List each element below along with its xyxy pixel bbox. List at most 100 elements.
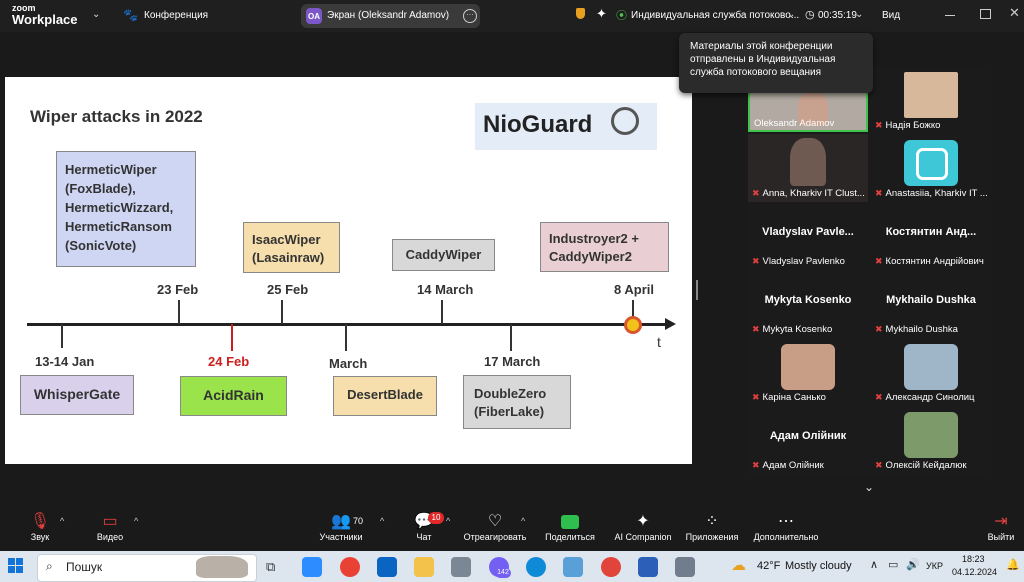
mic-off-icon: ✖ xyxy=(875,120,883,130)
mic-muted-icon: 🎙 xyxy=(29,513,51,530)
ai-sparkle-icon: ✦ xyxy=(636,513,650,530)
shield-icon xyxy=(576,8,585,19)
chat-caret-icon[interactable]: ^ xyxy=(446,516,451,526)
language-indicator[interactable]: УКР xyxy=(926,561,943,571)
chevron-down-icon[interactable]: ⌄ xyxy=(92,9,101,20)
maximize-icon[interactable] xyxy=(980,9,991,19)
timeline-axis xyxy=(27,323,667,326)
participant-tile[interactable]: ✖Каріна Санько xyxy=(748,338,868,406)
mic-off-icon: ✖ xyxy=(752,460,760,470)
tick-8-april xyxy=(632,300,634,317)
participant-tile[interactable]: ✖Олексій Кейдалюк xyxy=(871,406,991,474)
more-button[interactable]: ⋯ Дополнительно xyxy=(751,508,821,551)
mic-off-icon: ✖ xyxy=(752,188,760,198)
timeline-arrow xyxy=(665,318,676,330)
app-icon[interactable] xyxy=(675,557,695,577)
date-17-march: 17 March xyxy=(484,354,541,369)
participant-tile[interactable]: Vladyslav Pavle... ✖Vladyslav Pavlenko xyxy=(748,202,868,270)
tray-chevron-icon[interactable]: ∧ xyxy=(870,559,879,571)
view-button[interactable]: Вид xyxy=(882,10,901,21)
search-placeholder[interactable]: Пошук xyxy=(66,560,103,574)
participant-tile[interactable]: ✖Anastasiia, Kharkiv IT ... xyxy=(871,134,991,202)
participant-tile[interactable]: ✖Надія Божко xyxy=(871,66,991,134)
slide-title: Wiper attacks in 2022 xyxy=(30,107,203,126)
share-avatar: OA xyxy=(306,8,322,24)
gallery-scroll-down-icon[interactable]: ⌄ xyxy=(864,480,875,494)
vivaldi-icon[interactable] xyxy=(601,557,621,577)
participants-caret-icon[interactable]: ^ xyxy=(380,516,385,526)
participant-tile[interactable]: ✖Anna, Kharkiv IT Clust... xyxy=(748,134,868,202)
participant-name: Адам Олійник xyxy=(762,460,824,471)
apps-label: Приложения xyxy=(685,532,739,542)
timer: 00:35:19 xyxy=(818,10,857,21)
notification-bell-icon[interactable]: 🔔 xyxy=(1006,559,1020,571)
file-explorer-icon[interactable] xyxy=(414,557,434,577)
timer-chevron-icon[interactable]: ⌄ xyxy=(855,9,864,20)
react-button[interactable]: ♡ Отреагировать xyxy=(462,508,528,551)
participant-name: Каріна Санько xyxy=(762,392,826,403)
video-label: Видео xyxy=(96,532,124,542)
more-options-icon[interactable]: ··· xyxy=(463,9,477,23)
timeline-t-label: t xyxy=(657,334,661,350)
industroyer-line-1: Industroyer2 + xyxy=(549,231,639,246)
participants-label: Участники xyxy=(319,532,363,542)
outlook-icon[interactable] xyxy=(377,557,397,577)
remote-icon[interactable] xyxy=(563,557,583,577)
task-view-icon[interactable]: ⧉ xyxy=(266,559,276,574)
chrome-icon[interactable] xyxy=(340,557,360,577)
mic-off-icon: ✖ xyxy=(875,392,883,402)
windows-start-icon[interactable] xyxy=(8,558,24,574)
whisper-box: WhisperGate xyxy=(20,375,134,415)
mic-off-icon: ✖ xyxy=(875,324,883,334)
april-marker xyxy=(624,316,642,334)
mic-off-icon: ✖ xyxy=(752,324,760,334)
stream-tooltip: Материалы этой конференции отправлены в … xyxy=(679,33,873,93)
hermetic-box: HermeticWiper (FoxBlade), HermeticWizzar… xyxy=(56,151,196,267)
video-button[interactable]: ▭ Видео xyxy=(93,508,127,551)
video-caret-icon[interactable]: ^ xyxy=(134,516,139,526)
participant-tile[interactable]: Адам Олійник ✖Адам Олійник xyxy=(748,406,868,474)
word-icon[interactable] xyxy=(638,557,658,577)
doublezero-box: DoubleZero (FiberLake) xyxy=(463,375,571,429)
audio-button[interactable]: 🎙 Звук xyxy=(24,508,56,551)
share-label: Экран (Oleksandr Adamov) xyxy=(327,10,450,21)
audio-caret-icon[interactable]: ^ xyxy=(60,516,65,526)
participant-big-name: Vladyslav Pavle... xyxy=(762,226,854,238)
clock-icon: ◷ xyxy=(805,9,815,21)
store-icon[interactable] xyxy=(451,557,471,577)
close-icon[interactable]: ✕ xyxy=(1009,5,1020,20)
industroyer-line-2: CaddyWiper2 xyxy=(549,249,632,264)
participants-button[interactable]: 👥 Участники xyxy=(317,508,365,551)
stream-label[interactable]: Индивидуальная служба потоково... xyxy=(631,10,800,21)
ai-companion-button[interactable]: ✦ AI Companion xyxy=(612,508,674,551)
taskbar-date[interactable]: 04.12.2024 xyxy=(952,567,998,577)
react-caret-icon[interactable]: ^ xyxy=(521,516,526,526)
leave-button[interactable]: ⇥ Выйти xyxy=(985,508,1017,551)
acidrain-box: AcidRain xyxy=(180,376,287,416)
weather-text: Mostly cloudy xyxy=(785,560,852,572)
participant-tile[interactable]: Костянтин Анд... ✖Костянтин Андрійович xyxy=(871,202,991,270)
minimize-icon[interactable] xyxy=(945,15,955,16)
participant-name: Mykyta Kosenko xyxy=(762,324,833,335)
panel-resize-handle[interactable] xyxy=(696,280,698,300)
participant-photo xyxy=(798,90,828,126)
isaac-line-2: (Lasainraw) xyxy=(252,250,325,265)
volume-icon[interactable]: 🔊 xyxy=(906,559,920,571)
gallery-panel: Oleksandr Adamov ✖Надія Божко ✖Anna, Kha… xyxy=(748,66,991,474)
participant-tile[interactable]: Mykhailo Dushka ✖Mykhailo Dushka xyxy=(871,270,991,338)
stream-chevron-icon[interactable]: ⌄ xyxy=(787,9,796,20)
share-button[interactable]: Поделиться xyxy=(544,508,596,551)
screen-share-pill[interactable] xyxy=(301,4,480,28)
sparkle-icon[interactable]: ✦ xyxy=(596,6,607,21)
taskbar-time[interactable]: 18:23 xyxy=(962,554,985,564)
participant-tile[interactable]: ✖Александр Синолиц xyxy=(871,338,991,406)
app-logo-top: zoom xyxy=(12,3,36,13)
zoom-app-icon[interactable] xyxy=(302,557,322,577)
ai-label: AI Companion xyxy=(614,532,672,542)
conference-label[interactable]: Конференция xyxy=(144,10,209,21)
apps-button[interactable]: ⁘ Приложения xyxy=(684,508,740,551)
share-screen-icon xyxy=(544,508,596,532)
edge-icon[interactable] xyxy=(526,557,546,577)
participant-tile[interactable]: Mykyta Kosenko ✖Mykyta Kosenko xyxy=(748,270,868,338)
network-icon[interactable]: ▭ xyxy=(888,559,899,571)
